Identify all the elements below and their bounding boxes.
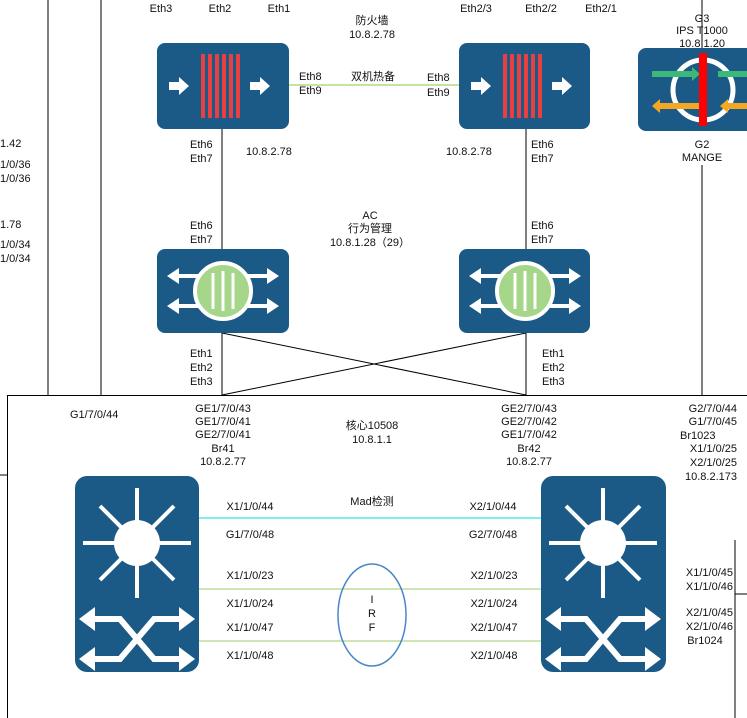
port-label: 10.8.2.77: [506, 456, 552, 468]
ac-device-2[interactable]: [459, 249, 590, 333]
port-label: Eth7: [190, 234, 213, 246]
port-label: X1/1/0/25: [690, 443, 737, 455]
port-label: G2/7/0/48: [469, 529, 517, 541]
port-label: X1/1/0/48: [226, 650, 273, 662]
port-label: Eth1: [190, 348, 213, 360]
core-left-uplink: G1/7/0/44: [70, 409, 118, 421]
left-ip-1: 1.42: [0, 138, 21, 150]
port-label: Eth2: [190, 362, 213, 374]
firewall-2[interactable]: [459, 43, 590, 129]
left-ip-2: 1.78: [0, 219, 21, 231]
port-label: X2/1/0/47: [470, 622, 517, 634]
port-label: Eth2: [209, 3, 232, 15]
port-label: GE2/7/0/42: [501, 416, 557, 428]
port-label: X2/1/0/25: [690, 457, 737, 469]
port-label: G2/7/0/44: [689, 403, 737, 415]
ha-label: 双机热备: [351, 69, 395, 83]
port-label: Eth6: [531, 220, 554, 232]
ips-ip: 10.8.1.20: [679, 38, 725, 50]
firewall-icon: [201, 54, 240, 118]
port-label: Eth2/3: [460, 3, 492, 15]
ips-port: G3: [695, 13, 710, 25]
port-label: Eth3: [542, 376, 565, 388]
firewall-1[interactable]: [157, 43, 289, 129]
port-label: Eth2: [542, 362, 565, 374]
port-label: Br42: [517, 443, 540, 455]
port-label: X2/1/0/45: [686, 607, 733, 619]
left-port: 1/0/34: [0, 253, 31, 265]
port-label: Eth3: [190, 376, 213, 388]
firewall-title: 防火墙: [356, 13, 389, 27]
irf-ellipse: [337, 563, 407, 667]
port-label: Eth6: [190, 220, 213, 232]
firewall-icon: [503, 54, 542, 118]
core-switch-1[interactable]: [75, 476, 199, 672]
port-label: Eth7: [190, 153, 213, 165]
port-label: Eth6: [190, 139, 213, 151]
core-area-frame: [7, 395, 747, 718]
port-label: Eth1: [268, 3, 291, 15]
fw1-ip: 10.8.2.78: [246, 146, 292, 158]
port-label: Eth1: [542, 348, 565, 360]
port-label: GE1/7/0/41: [195, 416, 251, 428]
core-ip: 10.8.1.1: [352, 434, 392, 446]
port-label: G1/7/0/45: [689, 416, 737, 428]
port-label: GE2/7/0/43: [501, 403, 557, 415]
ips-model: IPS T1000: [676, 25, 728, 37]
port-label: GE1/7/0/42: [501, 429, 557, 441]
port-label: Br41: [211, 443, 234, 455]
port-label: GE2/7/0/41: [195, 429, 251, 441]
port-label: Eth9: [299, 85, 322, 97]
link-ac2-core1: [221, 332, 527, 396]
ac-title: AC: [362, 210, 377, 222]
port-label: X1/1/0/47: [226, 622, 273, 634]
mad-label: Mad检测: [350, 494, 393, 508]
port-label: Eth9: [427, 87, 450, 99]
port-label: X2/1/0/24: [470, 598, 517, 610]
ips-port: G2: [695, 139, 710, 151]
port-label: Eth6: [531, 139, 554, 151]
port-label: X1/1/0/44: [226, 501, 273, 513]
port-label: X1/1/0/45: [686, 567, 733, 579]
port-label: Eth8: [427, 72, 450, 84]
irf-label: R: [368, 608, 376, 620]
ac-device-1[interactable]: [157, 249, 289, 333]
port-label: Eth8: [299, 71, 322, 83]
firewall-ip: 10.8.2.78: [349, 29, 395, 41]
left-port: 1/0/36: [0, 159, 31, 171]
ac-ip: 10.8.1.28（29）: [330, 236, 410, 249]
left-port: 1/0/34: [0, 239, 31, 251]
port-label: X1/1/0/23: [226, 570, 273, 582]
irf-label: F: [369, 622, 376, 634]
port-label: 10.8.2.77: [200, 456, 246, 468]
fw2-ip: 10.8.2.78: [446, 146, 492, 158]
port-label: Eth7: [531, 153, 554, 165]
port-label: 10.8.2.173: [685, 471, 737, 483]
ips-mgmt: MANGE: [682, 152, 722, 164]
port-label: Eth7: [531, 234, 554, 246]
ac-subtitle: 行为管理: [348, 221, 392, 235]
core-switch-2[interactable]: [541, 476, 666, 672]
port-label: Br1023: [680, 430, 715, 442]
port-label: X2/1/0/44: [469, 501, 516, 513]
port-label: Eth2/2: [525, 3, 557, 15]
port-label: Br1024: [687, 635, 722, 647]
port-label: Eth2/1: [585, 3, 617, 15]
core-title: 核心10508: [346, 418, 399, 432]
port-label: X2/1/0/23: [470, 570, 517, 582]
port-label: X2/1/0/48: [470, 650, 517, 662]
irf-label: I: [370, 594, 373, 606]
ips-device[interactable]: [638, 48, 747, 131]
port-label: Eth3: [150, 3, 173, 15]
port-label: X2/1/0/46: [686, 621, 733, 633]
port-label: X1/1/0/46: [686, 581, 733, 593]
port-label: G1/7/0/48: [226, 529, 274, 541]
labels: 1.42 1/0/36 1/0/36 1.78 1/0/34 1/0/34 Et…: [0, 3, 737, 662]
port-label: X1/1/0/24: [226, 598, 273, 610]
left-port: 1/0/36: [0, 173, 31, 185]
port-label: GE1/7/0/43: [195, 403, 251, 415]
